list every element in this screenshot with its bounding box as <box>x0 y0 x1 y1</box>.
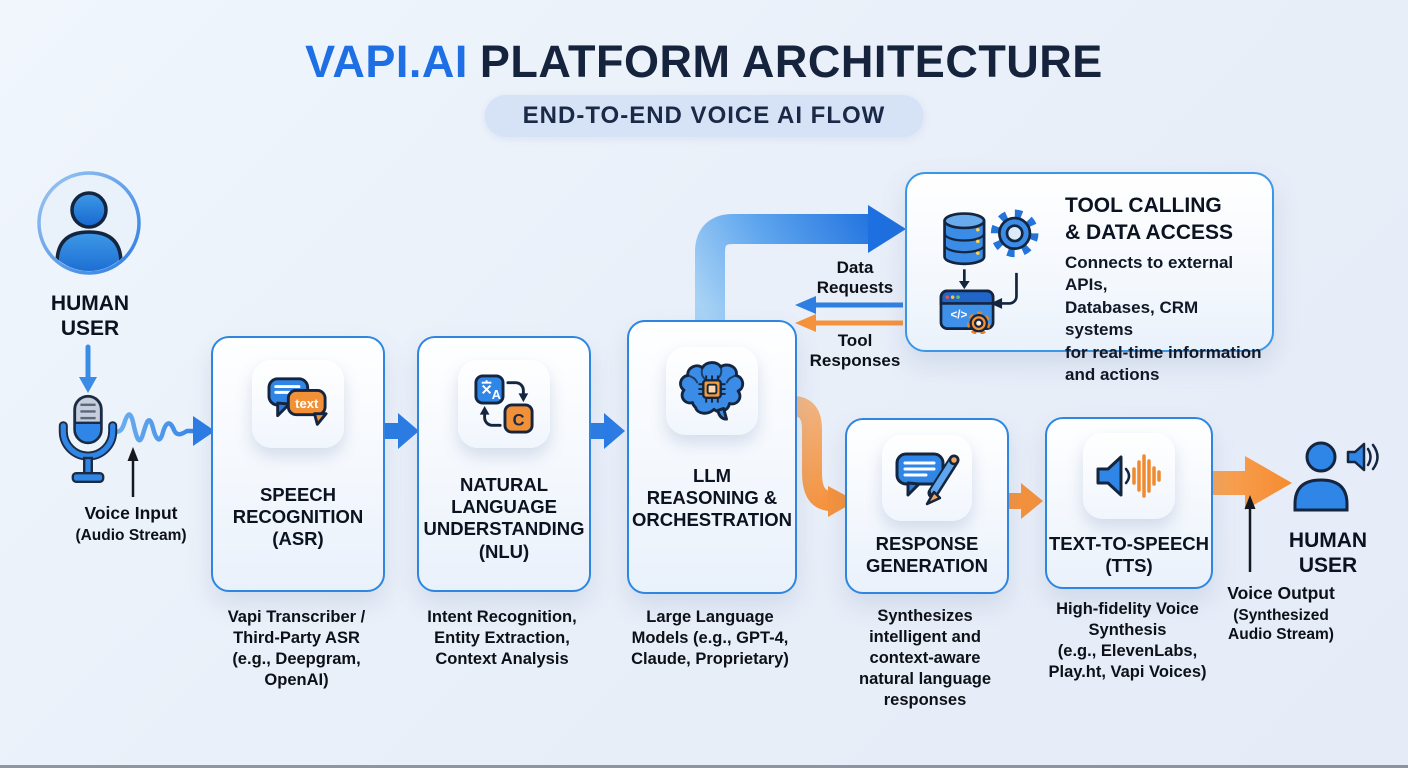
page-title-text: PLATFORM ARCHITECTURE <box>479 36 1103 87</box>
voice-input-label: Voice Input <box>84 503 178 523</box>
microphone-icon <box>58 394 118 483</box>
llm-to-tools-arrow <box>695 205 906 322</box>
response-to-tts-arrow <box>1007 483 1043 519</box>
tool-responses-arrow <box>795 314 903 332</box>
svg-text:</>: </> <box>950 309 967 322</box>
node-title: NATURAL LANGUAGE UNDERSTANDING (NLU) <box>423 474 585 562</box>
nlu-caption: Intent Recognition, Entity Extraction, C… <box>427 608 577 668</box>
node-tool-calling: </> TOOL CALLING & DATA ACCESS Connects … <box>905 172 1274 384</box>
chat-pen-icon <box>882 435 972 521</box>
node-title: LLM REASONING & ORCHESTRATION <box>632 465 792 531</box>
voice-output-label: Voice Output <box>1227 583 1335 603</box>
asr-to-nlu-arrow <box>383 413 419 449</box>
tts-to-user-arrow <box>1212 456 1292 510</box>
llm-caption: Large Language Models (e.g., GPT-4, Clau… <box>631 608 789 668</box>
user-to-mic-arrow <box>79 344 97 393</box>
right-user-label: HUMAN USER <box>1288 529 1368 578</box>
tool-box-title: TOOL CALLING & DATA ACCESS <box>1065 194 1233 245</box>
nlu-to-llm-arrow <box>589 413 625 449</box>
database-gear-api-icon: </> <box>939 209 1039 334</box>
translate-icon: A C <box>458 360 550 448</box>
voice-waveform-arrow <box>111 412 215 446</box>
asr-caption: Vapi Transcriber / Third-Party ASR (e.g.… <box>227 608 366 689</box>
node-nlu: A C NATURAL LANGUAGE UNDERSTANDING (NLU) <box>417 336 591 592</box>
tool-responses-label: Tool Responses <box>809 331 901 370</box>
speaker-wave-icon <box>1083 433 1175 519</box>
voice-output-sublabel: (Synthesized Audio Stream) <box>1228 607 1334 644</box>
voice-input-pointer-arrow <box>127 447 139 497</box>
node-response-generation: RESPONSE GENERATION <box>845 418 1009 594</box>
voice-output-pointer-arrow <box>1244 495 1256 572</box>
subtitle-badge: END-TO-END VOICE AI FLOW <box>484 95 924 137</box>
person-circle-icon <box>37 171 141 275</box>
bottom-window-edge <box>0 765 1408 768</box>
node-tts: TEXT-TO-SPEECH (TTS) <box>1045 417 1213 589</box>
brand-name: VAPI.AI <box>305 36 468 87</box>
tts-caption: High-fidelity Voice Synthesis (e.g., Ele… <box>1048 600 1207 681</box>
llm-to-response-arrow <box>791 396 856 517</box>
voice-input-sublabel: (Audio Stream) <box>75 527 187 544</box>
svg-text:C: C <box>513 411 525 429</box>
tool-box-description: Connects to external APIs, Databases, CR… <box>1065 253 1262 385</box>
node-title: RESPONSE GENERATION <box>866 533 988 577</box>
node-title: SPEECH RECOGNITION (ASR) <box>232 484 364 550</box>
node-title: TEXT-TO-SPEECH (TTS) <box>1048 533 1209 577</box>
brain-chip-icon <box>666 347 758 435</box>
chat-text-icon: text <box>252 360 344 448</box>
left-user-label: HUMAN USER <box>50 292 130 341</box>
data-requests-arrow <box>795 296 903 314</box>
node-speech-recognition: text SPEECH RECOGNITION (ASR) <box>211 336 385 592</box>
svg-text:text: text <box>295 396 319 411</box>
person-speaking-icon <box>1293 441 1379 512</box>
svg-text:A: A <box>492 388 501 402</box>
data-requests-label: Data Requests <box>816 258 894 297</box>
node-llm: LLM REASONING & ORCHESTRATION <box>627 320 797 594</box>
response-caption: Synthesizes intelligent and context-awar… <box>858 607 992 709</box>
